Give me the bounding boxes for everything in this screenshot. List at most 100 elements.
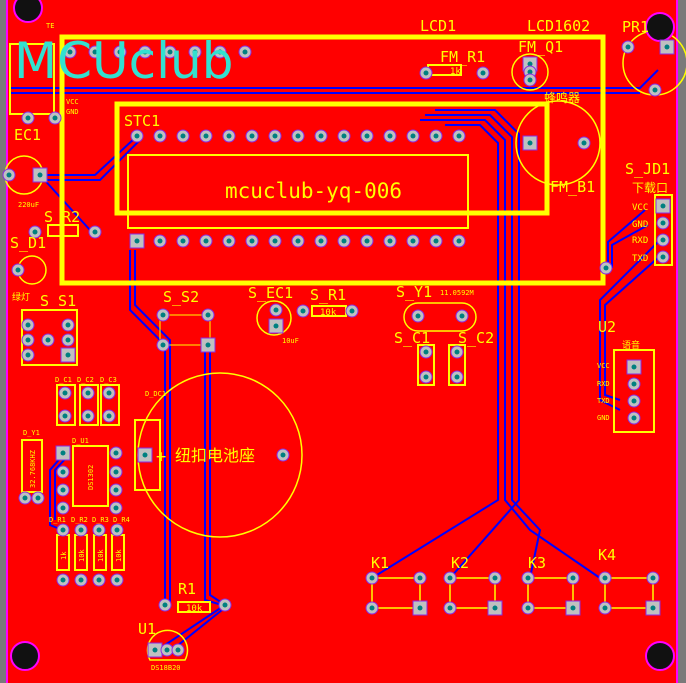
drill-hole — [273, 307, 279, 313]
label-d-c1: D_C1 — [55, 376, 72, 384]
label-d-r2: D_R2 — [71, 516, 88, 524]
drill-hole — [660, 220, 666, 226]
drill-hole — [60, 505, 66, 511]
label-fm-q1: FM_Q1 — [518, 38, 563, 56]
drill-hole — [192, 49, 198, 55]
drill-hole — [650, 575, 656, 581]
label-d-c2: D_C2 — [77, 376, 94, 384]
label-s-y1: S_Y1 — [396, 283, 432, 301]
drill-hole — [25, 337, 31, 343]
label-k4: K4 — [598, 546, 616, 564]
drill-hole — [205, 342, 211, 348]
drill-hole — [625, 44, 631, 50]
value-d-y1: 32.768KHZ — [29, 450, 37, 488]
drill-hole — [37, 172, 43, 178]
label-fm-b1: FM_B1 — [550, 178, 595, 196]
drill-hole — [60, 487, 66, 493]
drill-hole — [349, 308, 355, 314]
drill-hole — [492, 575, 498, 581]
drill-hole — [492, 605, 498, 611]
value-r1: 10k — [186, 604, 203, 614]
label-d-r1: D_R1 — [49, 516, 66, 524]
value-d-r2: 10k — [78, 549, 86, 562]
board-edge-left — [0, 0, 6, 683]
label-s-s1: S_S1 — [40, 292, 76, 310]
label-battery-holder: 纽扣电池座 — [175, 446, 255, 465]
drill-hole — [226, 133, 232, 139]
drill-hole — [417, 605, 423, 611]
label-pr1: PR1 — [622, 18, 649, 36]
drill-hole — [273, 323, 279, 329]
label-k1: K1 — [371, 554, 389, 572]
drill-hole — [222, 602, 228, 608]
pin-jd1-rxd: RXD — [632, 236, 648, 246]
drill-hole — [631, 381, 637, 387]
drill-hole — [25, 115, 31, 121]
label-k2: K2 — [451, 554, 469, 572]
drill-hole — [454, 374, 460, 380]
drill-hole — [92, 229, 98, 235]
drill-hole — [295, 133, 301, 139]
drill-hole — [525, 605, 531, 611]
drill-hole — [433, 133, 439, 139]
value-u1: DS18B20 — [151, 664, 181, 672]
drill-hole — [410, 238, 416, 244]
label-d-r4: D_R4 — [113, 516, 130, 524]
drill-hole — [78, 577, 84, 583]
label-r1: R1 — [178, 580, 196, 598]
drill-hole — [22, 495, 28, 501]
drill-hole — [459, 313, 465, 319]
drill-hole — [134, 133, 140, 139]
u2-outline — [613, 349, 655, 433]
drill-hole — [78, 527, 84, 533]
drill-hole — [364, 133, 370, 139]
label-s-ec1: S_EC1 — [248, 284, 293, 302]
pin-u2-vcc: VCC — [597, 362, 610, 370]
label-voice: 语音 — [622, 339, 640, 351]
drill-hole — [456, 133, 462, 139]
drill-hole — [602, 605, 608, 611]
drill-hole — [410, 133, 416, 139]
drill-hole — [180, 238, 186, 244]
drill-hole — [456, 238, 462, 244]
drill-hole — [65, 337, 71, 343]
label-stc1: STC1 — [124, 112, 160, 130]
silk-labels: mcuclub-yq-006 LCD1 LCD1602 PR1 FM_R1 1k… — [10, 17, 670, 672]
drill-hole — [249, 238, 255, 244]
drill-hole — [113, 469, 119, 475]
drill-hole — [85, 390, 91, 396]
drill-hole — [113, 450, 119, 456]
drill-hole — [160, 342, 166, 348]
drill-hole — [602, 575, 608, 581]
drill-hole — [162, 602, 168, 608]
pin-jd1-gnd: GND — [632, 220, 648, 230]
label-ec1: EC1 — [14, 126, 41, 144]
drill-hole — [417, 575, 423, 581]
drill-hole — [217, 49, 223, 55]
label-s-c2: S_C2 — [458, 329, 494, 347]
drill-hole — [660, 237, 666, 243]
drill-hole — [157, 133, 163, 139]
label-u1: U1 — [138, 620, 156, 638]
pin-jd1-vcc: VCC — [632, 203, 648, 213]
drill-hole — [203, 133, 209, 139]
drill-hole — [96, 577, 102, 583]
drill-hole — [249, 133, 255, 139]
drill-hole — [35, 495, 41, 501]
drill-hole — [527, 61, 533, 67]
drill-hole — [527, 69, 533, 75]
label-s-d1: S_D1 — [10, 234, 46, 252]
tl-gnd: GND — [66, 108, 79, 116]
tl-vcc: VCC — [66, 98, 79, 106]
label-s-jd1: S_JD1 — [625, 160, 670, 178]
drill-hole — [433, 238, 439, 244]
drill-hole — [272, 133, 278, 139]
drill-hole — [167, 49, 173, 55]
label-buzzer: 蜂鸣器 — [544, 90, 580, 105]
drill-hole — [242, 49, 248, 55]
drill-hole — [387, 238, 393, 244]
tl-te: TE — [46, 22, 54, 30]
label-fm-r1: FM_R1 — [440, 48, 485, 66]
drill-hole — [106, 413, 112, 419]
drill-hole — [603, 265, 609, 271]
